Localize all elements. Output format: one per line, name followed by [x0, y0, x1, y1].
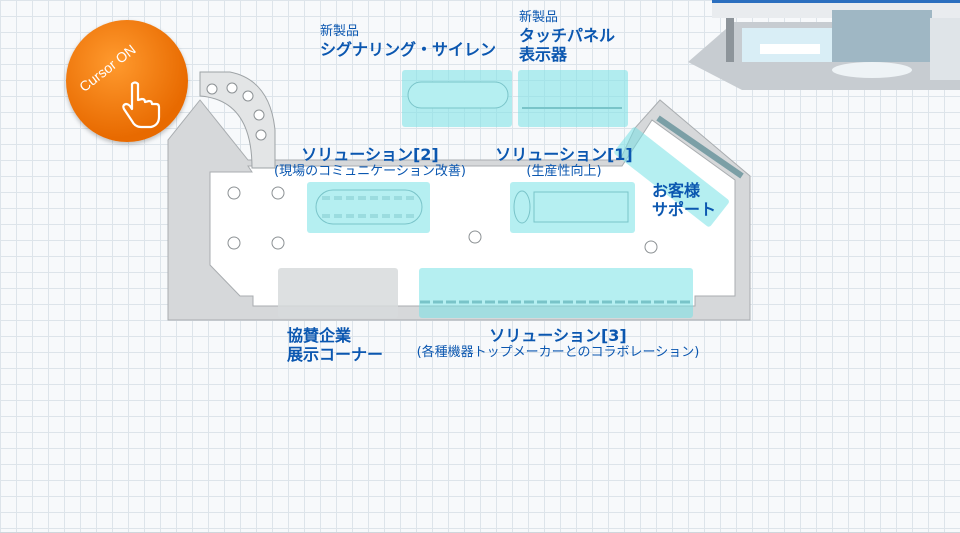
solution2-subtitle: (現場のコミュニケーション改善) — [274, 164, 466, 179]
solution1-subtitle: (生産性向上) — [526, 164, 602, 179]
booth-3d-thumbnail[interactable] — [682, 0, 960, 90]
thumb-counter — [832, 62, 912, 78]
zone-solution-2[interactable] — [307, 182, 430, 233]
label-customer-support[interactable]: お客様 サポート — [652, 181, 716, 219]
thumb-wall-center — [832, 10, 932, 62]
signage-new-product: 新製品 — [320, 24, 360, 39]
touch-panel-title-1: タッチパネル — [519, 26, 616, 45]
support-line-2: サポート — [652, 200, 717, 219]
zone-solution-3[interactable] — [419, 268, 693, 318]
touch-panel-title-2: 表示器 — [519, 45, 568, 64]
zone-solution-1[interactable] — [510, 182, 635, 233]
label-sponsor[interactable]: 協賛企業 展示コーナー — [287, 326, 383, 364]
label-solution-1[interactable]: ソリューション[1] (生産性向上) — [484, 145, 644, 180]
pillars — [206, 82, 658, 254]
zone-signaling-siren[interactable] — [402, 70, 512, 127]
sponsor-line-1: 協賛企業 — [287, 326, 352, 345]
thumb-wall-right — [930, 18, 960, 80]
thumb-desk — [760, 44, 820, 54]
zone-touch-panel[interactable] — [518, 70, 628, 127]
label-touch-panel[interactable]: 新製品 タッチパネル 表示器 — [519, 10, 615, 64]
label-solution-2[interactable]: ソリューション[2] (現場のコミュニケーション改善) — [260, 145, 480, 180]
booth-floor — [209, 119, 736, 307]
curved-counter — [199, 71, 276, 169]
cursor-on-button[interactable]: Cursor ON — [66, 20, 188, 142]
label-signaling-siren[interactable]: 新製品 シグナリング・サイレン — [320, 24, 496, 59]
sponsor-line-2: 展示コーナー — [287, 345, 384, 364]
support-counter — [656, 115, 744, 179]
zone-sponsor[interactable] — [278, 268, 398, 318]
touch-panel-new-product: 新製品 — [519, 10, 559, 25]
solution3-subtitle: (各種機器トップメーカーとのコラボレーション) — [416, 345, 700, 360]
solution3-title: ソリューション[3] — [489, 326, 627, 345]
solution2-title: ソリューション[2] — [301, 145, 439, 164]
thumb-pillar-left — [726, 18, 734, 62]
signage-title: シグナリング・サイレン — [320, 40, 497, 59]
support-line-1: お客様 — [652, 181, 701, 200]
thumb-header-stripe — [712, 0, 960, 3]
label-solution-3[interactable]: ソリューション[3] (各種機器トップメーカーとのコラボレーション) — [408, 326, 708, 361]
solution1-title: ソリューション[1] — [495, 145, 633, 164]
pointing-hand-icon — [122, 81, 161, 129]
